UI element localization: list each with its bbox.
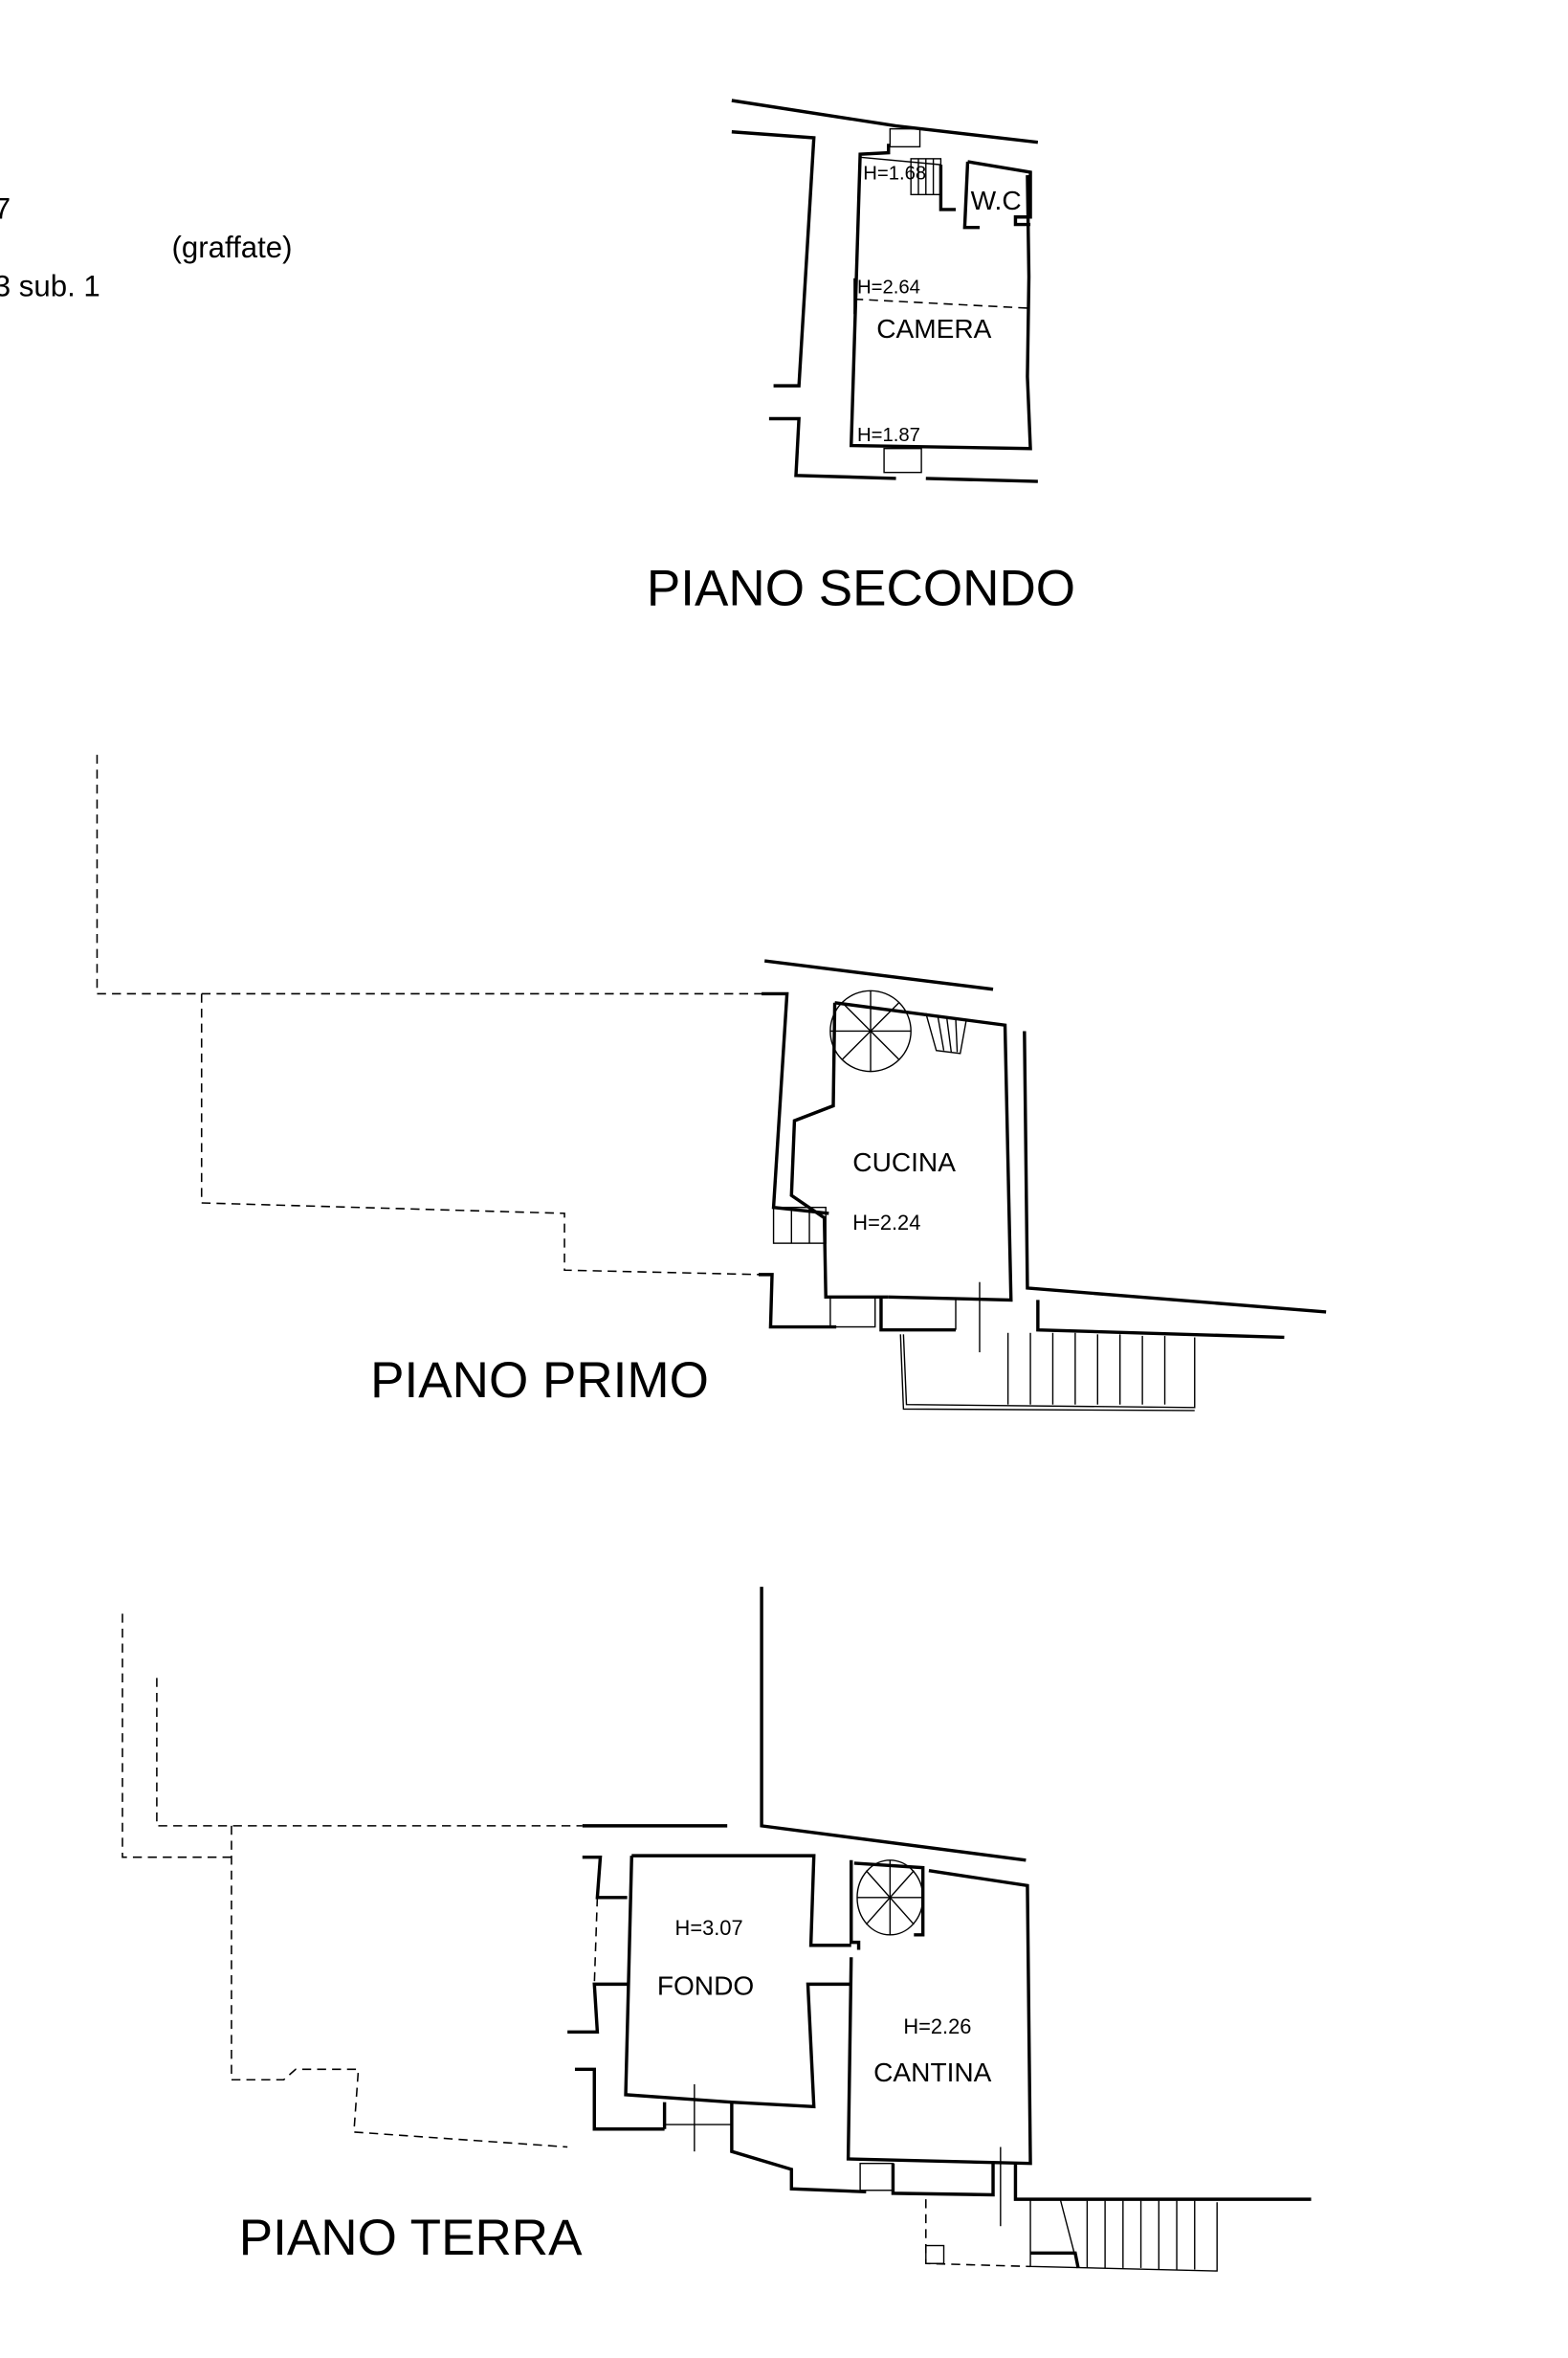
room-label-camera: CAMERA <box>876 314 991 344</box>
note-graffate: (graffate) <box>172 231 293 264</box>
room-label-cucina: CUCINA <box>852 1147 956 1177</box>
spiral-staircase-icon <box>829 990 912 1073</box>
height-label: H=2.64 <box>857 277 920 298</box>
room-label-wc: W.C <box>971 186 1022 215</box>
floor-title-piano-terra: PIANO TERRA <box>239 2210 583 2266</box>
exterior-staircase-steps <box>1086 2200 1196 2270</box>
spiral-staircase-icon <box>856 1859 924 1936</box>
room-label-fondo: FONDO <box>657 1970 754 2000</box>
note-line-2: 3 sub. 1 <box>0 269 100 302</box>
plan-piano-secondo: H=1.68 H=2.64 H=1.87 CAMERA W.C <box>731 99 1039 483</box>
floor-title-piano-primo: PIANO PRIMO <box>370 1352 709 1409</box>
height-label: H=2.26 <box>903 2014 971 2038</box>
floor-title-piano-secondo: PIANO SECONDO <box>647 561 1075 617</box>
plan-piano-primo: CUCINA H=2.24 <box>96 754 1327 1412</box>
height-label: H=1.68 <box>863 164 926 185</box>
height-label: H=3.07 <box>675 1916 743 1940</box>
plan-piano-terra: H=3.07 FONDO H=2.26 CANTINA <box>121 1587 1312 2272</box>
height-label: H=2.24 <box>852 1211 920 1235</box>
note-line-1: 7 <box>0 191 11 225</box>
height-label: H=1.87 <box>857 425 920 446</box>
exterior-staircase-steps <box>1006 1332 1166 1405</box>
room-label-cantina: CANTINA <box>873 2058 992 2087</box>
